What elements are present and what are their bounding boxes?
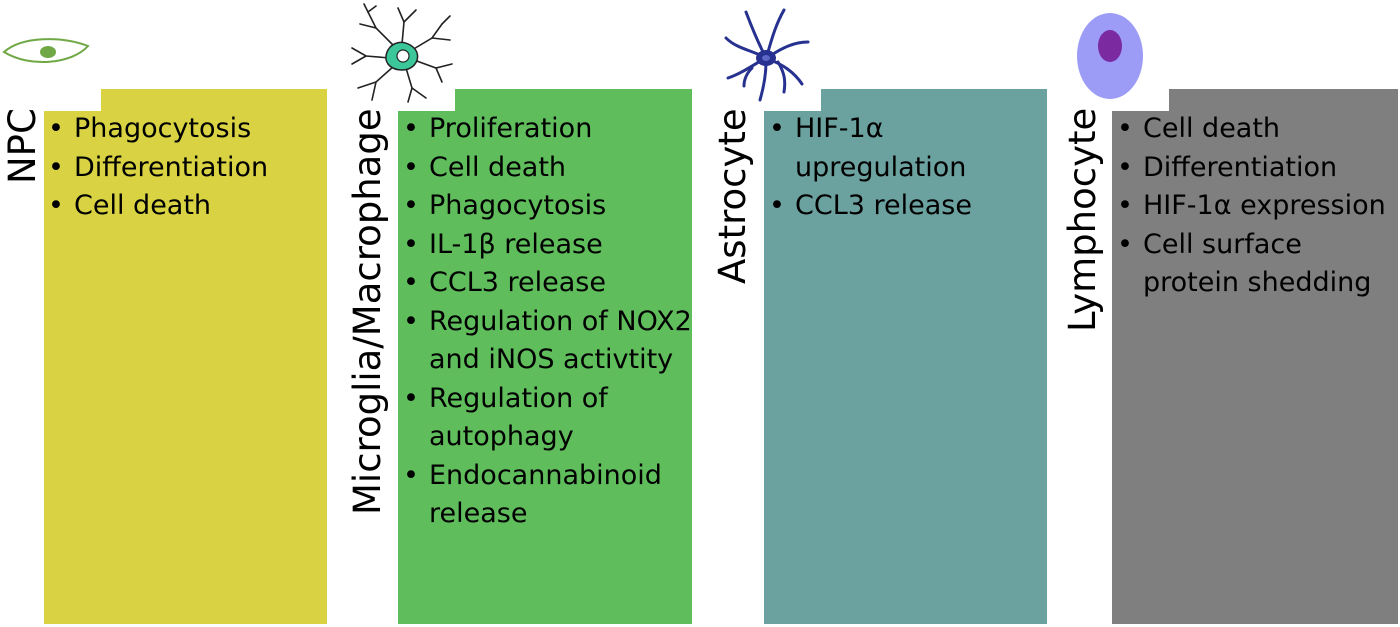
list-item: Cell surface protein shedding xyxy=(1115,226,1397,303)
list-item: IL-1β release xyxy=(401,226,693,265)
list-item: Endocannabinoid release xyxy=(401,457,693,534)
npc-label: NPC xyxy=(1,108,44,184)
npc-cell-icon xyxy=(2,38,90,63)
list-item: Regulation of NOX2 and iNOS activtity xyxy=(401,303,693,380)
list-item: HIF-1α upregulation xyxy=(767,110,1027,187)
list-item: Proliferation xyxy=(401,110,693,149)
lymphocyte-label: Lymphocyte xyxy=(1061,108,1104,333)
microglia-label: Microglia/Macrophage xyxy=(346,108,389,515)
list-item: HIF-1α expression xyxy=(1115,187,1397,226)
list-item: Differentiation xyxy=(46,149,326,188)
microglia-cell-icon xyxy=(351,3,453,103)
astrocyte-label: Astrocyte xyxy=(711,108,754,284)
list-item: Cell death xyxy=(46,187,326,226)
list-item: Phagocytosis xyxy=(401,187,693,226)
list-item: CCL3 release xyxy=(767,187,1027,226)
lymphocyte-items: Cell death Differentiation HIF-1α expres… xyxy=(1115,110,1397,303)
list-item: Regulation of autophagy xyxy=(401,380,693,457)
list-item: Cell death xyxy=(1115,110,1397,149)
npc-items: Phagocytosis Differentiation Cell death xyxy=(46,110,326,226)
list-item: Cell death xyxy=(401,149,693,188)
lymphocyte-cell-icon xyxy=(1077,13,1143,99)
list-item: Differentiation xyxy=(1115,149,1397,188)
astrocyte-cell-icon xyxy=(724,8,810,102)
list-item: CCL3 release xyxy=(401,264,693,303)
astrocyte-items: HIF-1α upregulation CCL3 release xyxy=(767,110,1027,226)
list-item: Phagocytosis xyxy=(46,110,326,149)
microglia-items: Proliferation Cell death Phagocytosis IL… xyxy=(401,110,693,534)
